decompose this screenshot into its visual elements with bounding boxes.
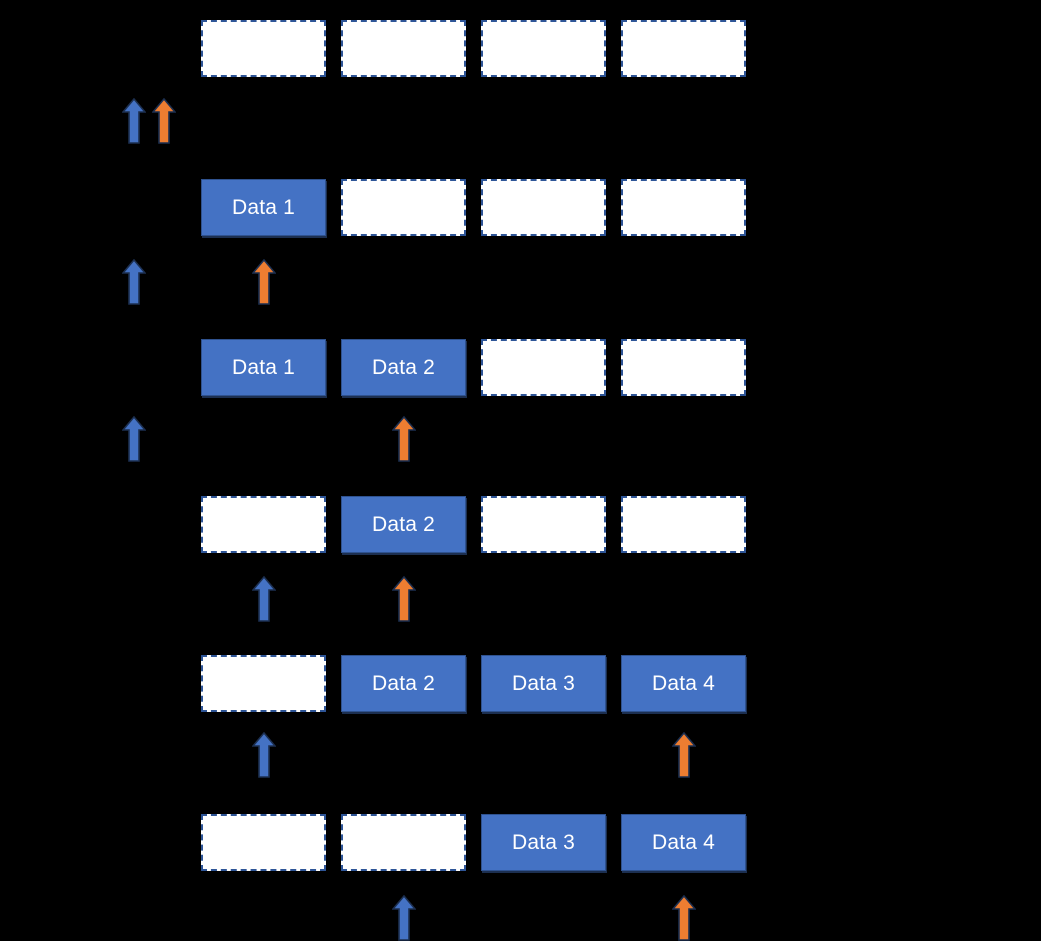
buffer-slot-label: Data 2 <box>371 356 436 379</box>
write-pointer-arrow-icon <box>392 576 416 622</box>
buffer-slot-empty <box>201 20 326 77</box>
buffer-slot-empty <box>481 179 606 236</box>
buffer-slot-empty <box>481 339 606 396</box>
buffer-slot-empty <box>621 179 746 236</box>
buffer-slot-empty <box>341 20 466 77</box>
buffer-slot-label: Data 4 <box>651 672 716 695</box>
buffer-slot-filled: Data 3 <box>481 655 606 712</box>
buffer-slot-label: Data 3 <box>511 831 576 854</box>
write-pointer-arrow-icon <box>392 416 416 462</box>
buffer-slot-label: Data 4 <box>651 831 716 854</box>
buffer-row: Data 1 <box>0 179 1041 236</box>
buffer-slot-label: Data 2 <box>371 513 436 536</box>
read-pointer-arrow-icon <box>252 732 276 778</box>
buffer-slot-filled: Data 2 <box>341 496 466 553</box>
write-pointer-arrow-icon <box>672 732 696 778</box>
buffer-slot-empty <box>341 179 466 236</box>
buffer-slot-filled: Data 2 <box>341 655 466 712</box>
buffer-slot-filled: Data 2 <box>341 339 466 396</box>
read-pointer-arrow-icon <box>122 416 146 462</box>
buffer-slot-label: Data 3 <box>511 672 576 695</box>
buffer-row: Data 1 Data 2 <box>0 339 1041 396</box>
read-pointer-arrow-icon <box>122 98 146 144</box>
write-pointer-arrow-icon <box>672 895 696 941</box>
buffer-slot-empty <box>201 814 326 871</box>
write-pointer-arrow-icon <box>252 259 276 305</box>
buffer-slot-label: Data 1 <box>231 356 296 379</box>
buffer-row: Data 2 <box>0 496 1041 553</box>
buffer-slot-filled: Data 1 <box>201 179 326 236</box>
buffer-slot-empty <box>481 20 606 77</box>
buffer-slot-empty <box>201 496 326 553</box>
buffer-slot-label: Data 1 <box>231 196 296 219</box>
buffer-slot-empty <box>621 20 746 77</box>
buffer-slot-filled: Data 3 <box>481 814 606 871</box>
buffer-slot-empty <box>201 655 326 712</box>
buffer-row: Data 3 Data 4 <box>0 814 1041 871</box>
read-pointer-arrow-icon <box>252 576 276 622</box>
buffer-slot-empty <box>341 814 466 871</box>
buffer-slot-filled: Data 4 <box>621 814 746 871</box>
buffer-slot-empty <box>621 339 746 396</box>
buffer-slot-empty <box>481 496 606 553</box>
write-pointer-arrow-icon <box>152 98 176 144</box>
buffer-slot-label: Data 2 <box>371 672 436 695</box>
buffer-slot-empty <box>621 496 746 553</box>
buffer-slot-filled: Data 4 <box>621 655 746 712</box>
buffer-row <box>0 20 1041 77</box>
read-pointer-arrow-icon <box>392 895 416 941</box>
buffer-row: Data 2 Data 3 Data 4 <box>0 655 1041 712</box>
read-pointer-arrow-icon <box>122 259 146 305</box>
buffer-slot-filled: Data 1 <box>201 339 326 396</box>
